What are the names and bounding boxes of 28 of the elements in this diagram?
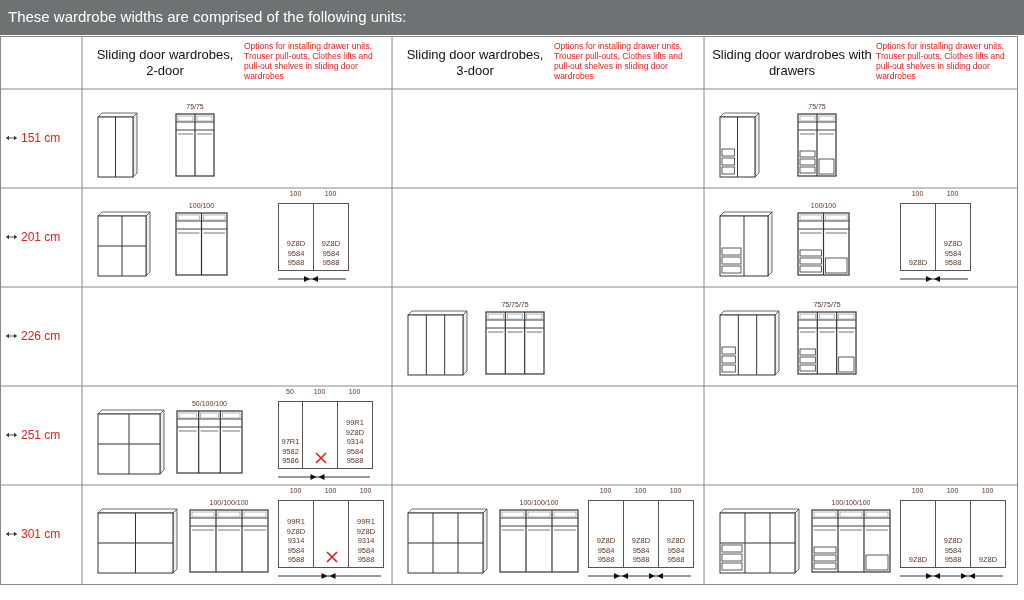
door-panel — [970, 500, 1006, 568]
door-panel — [278, 401, 303, 469]
door-panel — [935, 500, 971, 568]
door-panel — [302, 401, 338, 469]
width-label: 201 cm — [21, 230, 61, 244]
door-panel — [623, 500, 659, 568]
column-heading: Sliding door wardrobes, 3-door — [405, 47, 545, 79]
door-panel — [935, 203, 971, 271]
width-label: 151 cm — [21, 131, 61, 145]
door-panel — [278, 203, 314, 271]
door-panel — [900, 500, 936, 568]
door-panel — [313, 203, 349, 271]
door-panel — [278, 500, 314, 568]
page-title: These wardrobe widths are comprised of the following units: — [8, 8, 407, 25]
door-panel — [337, 401, 373, 469]
door-panel — [588, 500, 624, 568]
width-label: 251 cm — [21, 428, 61, 442]
width-label: 226 cm — [21, 329, 61, 343]
door-panel — [348, 500, 384, 568]
column-heading: Sliding door wardrobes with drawers — [712, 47, 872, 79]
door-panel — [658, 500, 694, 568]
door-panel — [900, 203, 936, 271]
options-note: Options for installing drawer units, Trouser pull-outs, Clothes lifts and pull-out shelves in sliding door wardrobes — [244, 41, 374, 81]
options-note: Options for installing drawer units, Trouser pull-outs, Clothes lifts and pull-out shelves in sliding door wardrobes — [876, 41, 1006, 81]
width-label: 301 cm — [21, 527, 61, 541]
column-heading: Sliding door wardrobes, 2-door — [95, 47, 235, 79]
options-note: Options for installing drawer units, Trouser pull-outs, Clothes lifts and pull-out shelves in sliding door wardrobes — [554, 41, 684, 81]
door-panel — [313, 500, 349, 568]
